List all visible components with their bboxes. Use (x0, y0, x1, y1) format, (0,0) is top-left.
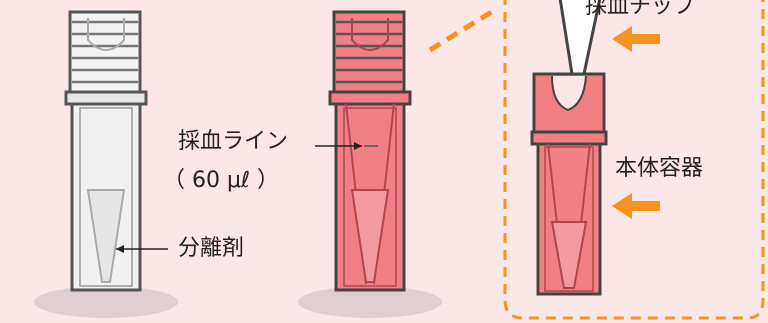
empty-tube (34, 10, 178, 318)
empty-tube-shadow (34, 286, 178, 318)
separator-gel (86, 189, 126, 283)
body-arrow-icon (612, 193, 660, 219)
collection-line-label: 採血ライン (178, 129, 289, 154)
collection-line-pointer (315, 142, 362, 150)
filled-tube (298, 10, 442, 318)
filled-tube-collar (328, 90, 412, 106)
body-container-label: 本体容器 (615, 156, 704, 181)
volume-label: （ 60 μℓ ） (163, 168, 280, 193)
callout (428, 0, 765, 320)
separator-pointer (116, 245, 168, 253)
filled-separator-gel (350, 189, 390, 283)
separator-label: 分離剤 (178, 236, 245, 261)
callout-connector (428, 5, 500, 53)
tip-label: 採血チップ (585, 0, 696, 19)
empty-tube-collar (64, 90, 148, 106)
filled-tube-cap (332, 10, 406, 94)
zoom-assembly (530, 0, 608, 296)
tip-arrow-icon (612, 26, 660, 52)
filled-tube-shadow (298, 286, 442, 318)
callout-border (503, 0, 765, 320)
empty-tube-cap (68, 10, 142, 94)
body-collar (530, 130, 608, 146)
